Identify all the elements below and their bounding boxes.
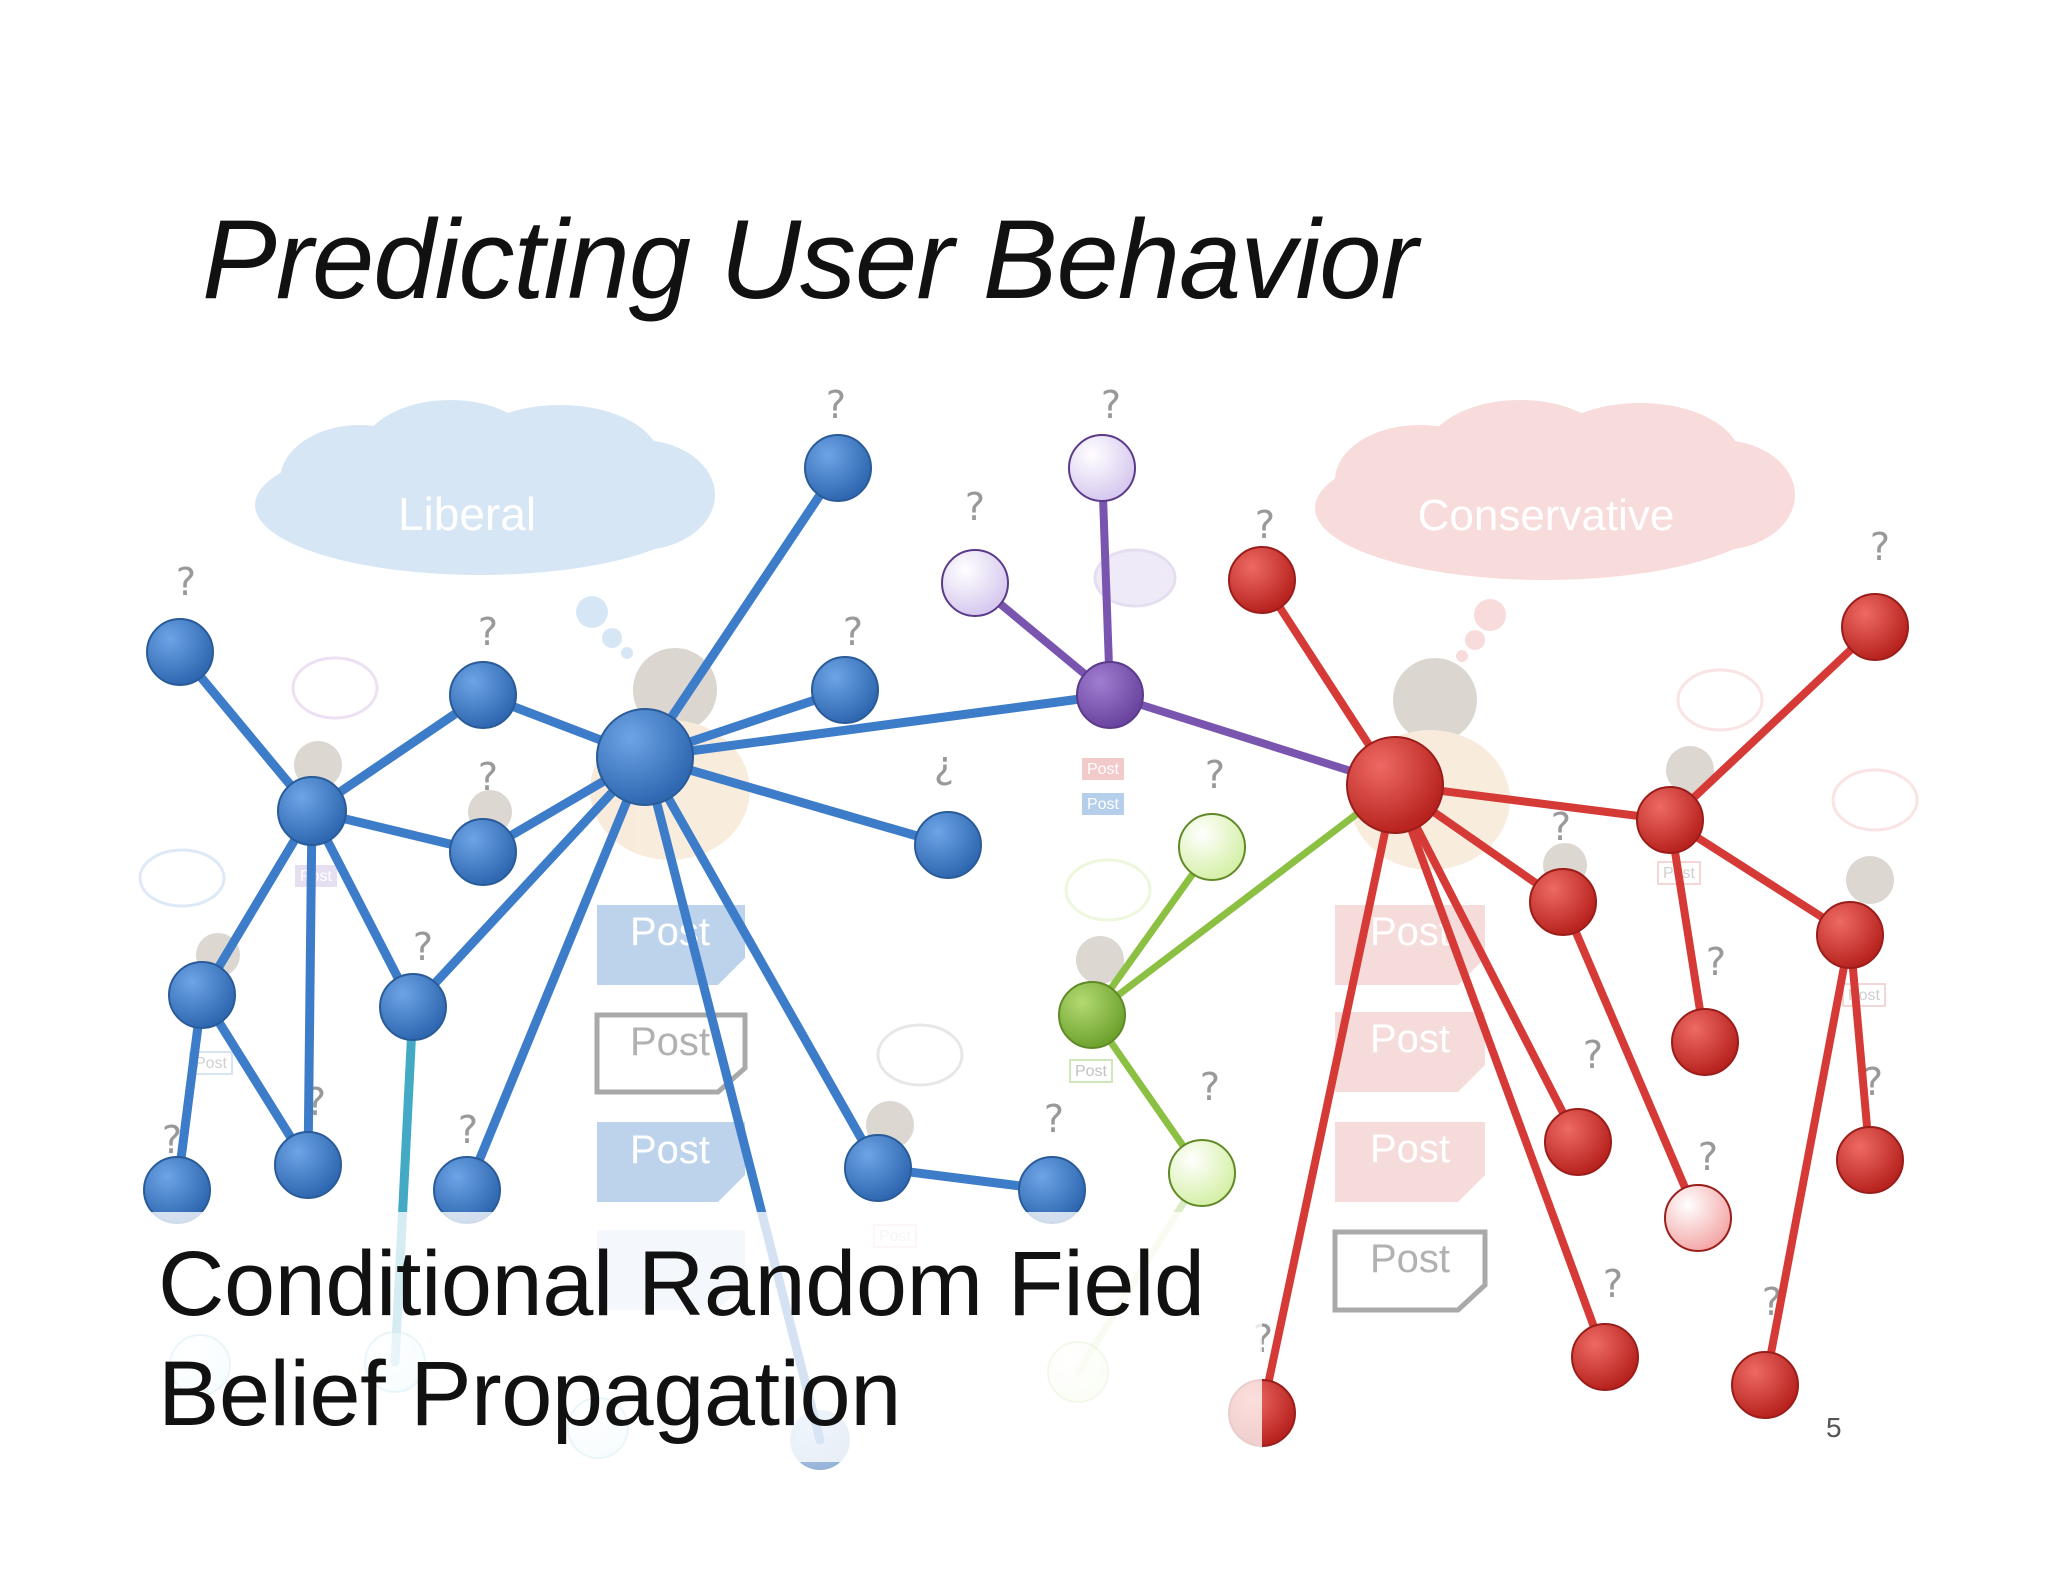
question-mark: ? [1044, 1097, 1064, 1141]
light-red-node [1664, 1184, 1732, 1252]
green-node [1058, 981, 1126, 1049]
question-mark: ? [478, 610, 498, 654]
question-mark: ? [1603, 1262, 1623, 1306]
conservative-node [1636, 786, 1704, 854]
conservative-node [1731, 1351, 1799, 1419]
purple-nodes [941, 434, 1144, 729]
liberal-node [146, 618, 214, 686]
question-mark: ? [1200, 1065, 1220, 1109]
svg-text:Post: Post [1370, 1237, 1450, 1281]
liberal-node [844, 1134, 912, 1202]
post-card-red-2: Post [1335, 1012, 1485, 1092]
svg-text:Post: Post [1370, 1127, 1450, 1171]
conservative-node [1841, 593, 1909, 661]
svg-text:Post: Post [630, 1128, 710, 1172]
post-card-white-1: Post [594, 1012, 748, 1095]
post-card-white-2: Post [1332, 1229, 1488, 1313]
svg-text:Post: Post [195, 1055, 228, 1072]
liberal-node [449, 818, 517, 886]
conservative-hub-node [1346, 736, 1444, 834]
liberal-node [804, 434, 872, 502]
question-mark: ? [1205, 753, 1225, 797]
conservative-node [1571, 1323, 1639, 1391]
light-purple-node [1068, 434, 1136, 502]
question-mark: ? [1101, 383, 1121, 427]
svg-text:Post: Post [300, 868, 333, 885]
light-green-node [1168, 1139, 1236, 1207]
question-mark: ? [413, 925, 433, 969]
conservative-cloud: Conservative [1315, 400, 1795, 662]
conservative-node [1529, 868, 1597, 936]
liberal-node [914, 811, 982, 879]
question-mark: ? [176, 560, 196, 604]
conservative-node [1544, 1108, 1612, 1176]
post-card-red-3: Post [1335, 1122, 1485, 1202]
liberal-node [811, 656, 879, 724]
question-mark: ? [843, 610, 863, 654]
light-purple-node [941, 549, 1009, 617]
question-mark: ? [1698, 1135, 1718, 1179]
small-thought-clouds [138, 548, 1919, 1087]
light-green-node [1178, 813, 1246, 881]
svg-text:Post: Post [1370, 1017, 1450, 1061]
liberal-hub-node [596, 708, 694, 806]
question-mark: ? [1870, 525, 1890, 569]
liberal-node [379, 973, 447, 1041]
svg-text:Post: Post [1075, 1063, 1108, 1080]
conservative-nodes [1228, 546, 1909, 1447]
conservative-node [1671, 1008, 1739, 1076]
question-mark: ? [478, 755, 498, 799]
question-mark: ? [162, 1118, 182, 1162]
slide-title: Predicting User Behavior [202, 197, 1418, 322]
svg-text:Post: Post [1370, 910, 1450, 954]
slide-number: 5 [1826, 1412, 1842, 1443]
conservative-node [1228, 546, 1296, 614]
undecided-hub-node [1076, 661, 1144, 729]
question-mark: ? [1583, 1033, 1603, 1077]
conservative-label: Conservative [1418, 491, 1675, 540]
method-line-bp: Belief Propagation [158, 1343, 901, 1445]
question-mark: ? [458, 1108, 478, 1152]
liberal-cloud: Liberal [255, 400, 715, 659]
green-nodes [1058, 813, 1246, 1207]
inverted-question-mark: ¿ [934, 743, 954, 787]
question-mark: ? [965, 485, 985, 529]
conservative-node [1836, 1126, 1904, 1194]
liberal-node [277, 776, 347, 846]
conservative-node [1816, 901, 1884, 969]
liberal-nodes [143, 434, 1086, 1224]
svg-text:Post: Post [630, 1020, 710, 1064]
liberal-node [449, 661, 517, 729]
liberal-node [168, 961, 236, 1029]
question-mark: ? [826, 383, 846, 427]
svg-text:Post: Post [1087, 761, 1120, 778]
liberal-node [274, 1131, 342, 1199]
question-mark: ? [1551, 805, 1571, 849]
method-line-crf: Conditional Random Field [158, 1233, 1205, 1335]
post-card-blue-2: Post [597, 1122, 745, 1202]
liberal-label: Liberal [398, 488, 536, 540]
question-mark: ? [1706, 940, 1726, 984]
post-card-blue-1: Post [597, 905, 745, 985]
text-backdrop [0, 1212, 1262, 1462]
question-mark: ? [1255, 503, 1275, 547]
svg-text:Post: Post [1087, 796, 1120, 813]
